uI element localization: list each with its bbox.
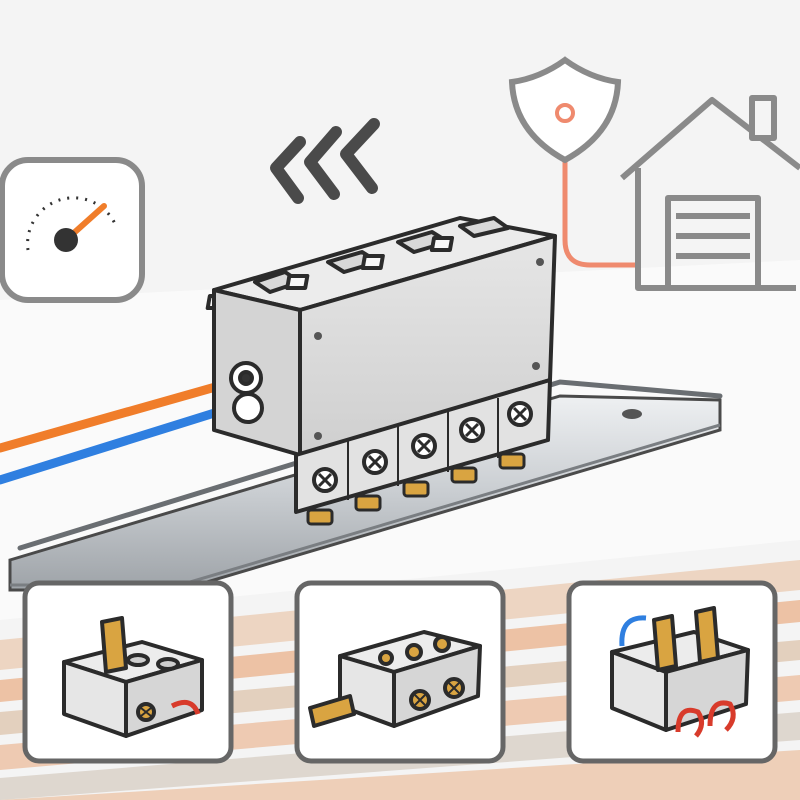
brass-contacts <box>306 452 526 526</box>
block-single-tab-icon <box>62 616 204 738</box>
house-garage-icon <box>620 95 800 291</box>
block-side-tab-icon <box>308 630 482 728</box>
block-double-tab-icon <box>610 606 750 738</box>
gauge-icon <box>0 157 145 303</box>
wire-blue <box>0 400 245 485</box>
shield-icon <box>508 56 622 164</box>
screw-terminals <box>312 401 533 493</box>
signal-chevrons-icon <box>270 118 380 204</box>
wires <box>0 375 245 485</box>
card-side-tab-block <box>294 580 506 764</box>
card-double-tab-block <box>566 580 778 764</box>
connection-line <box>562 150 640 268</box>
wire-orange <box>0 375 245 453</box>
terminal-block <box>205 216 557 526</box>
card-single-tab-block <box>22 580 234 764</box>
